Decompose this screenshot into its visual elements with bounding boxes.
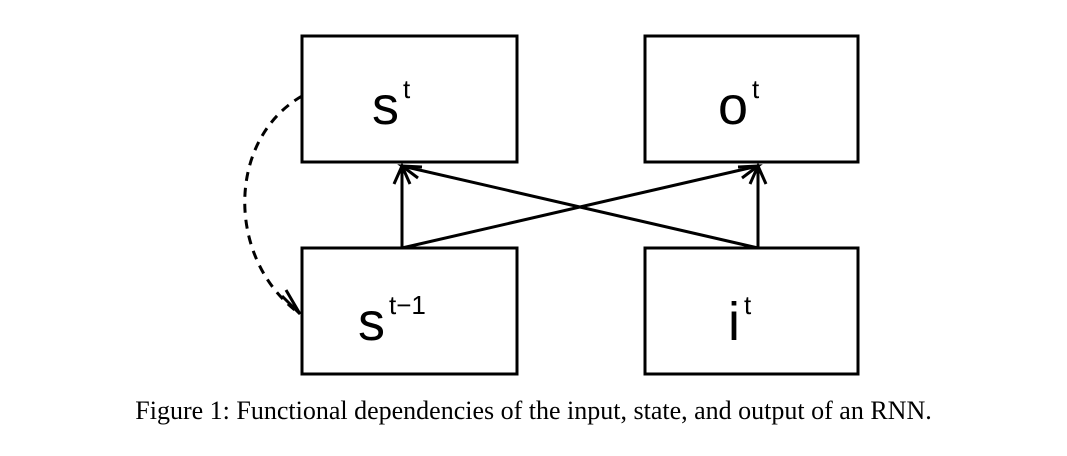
edge-state-prev-to-state — [392, 162, 412, 248]
output-current-box — [643, 34, 860, 164]
state-current-box — [300, 34, 519, 164]
input-current-box — [643, 246, 860, 376]
edge-input-to-state — [397, 164, 759, 250]
edge-state-recurrence — [243, 94, 303, 316]
edge-input-to-output — [748, 162, 768, 248]
figure-caption: Figure 1: Functional dependencies of the… — [135, 396, 932, 425]
state-previous-box — [300, 246, 519, 376]
